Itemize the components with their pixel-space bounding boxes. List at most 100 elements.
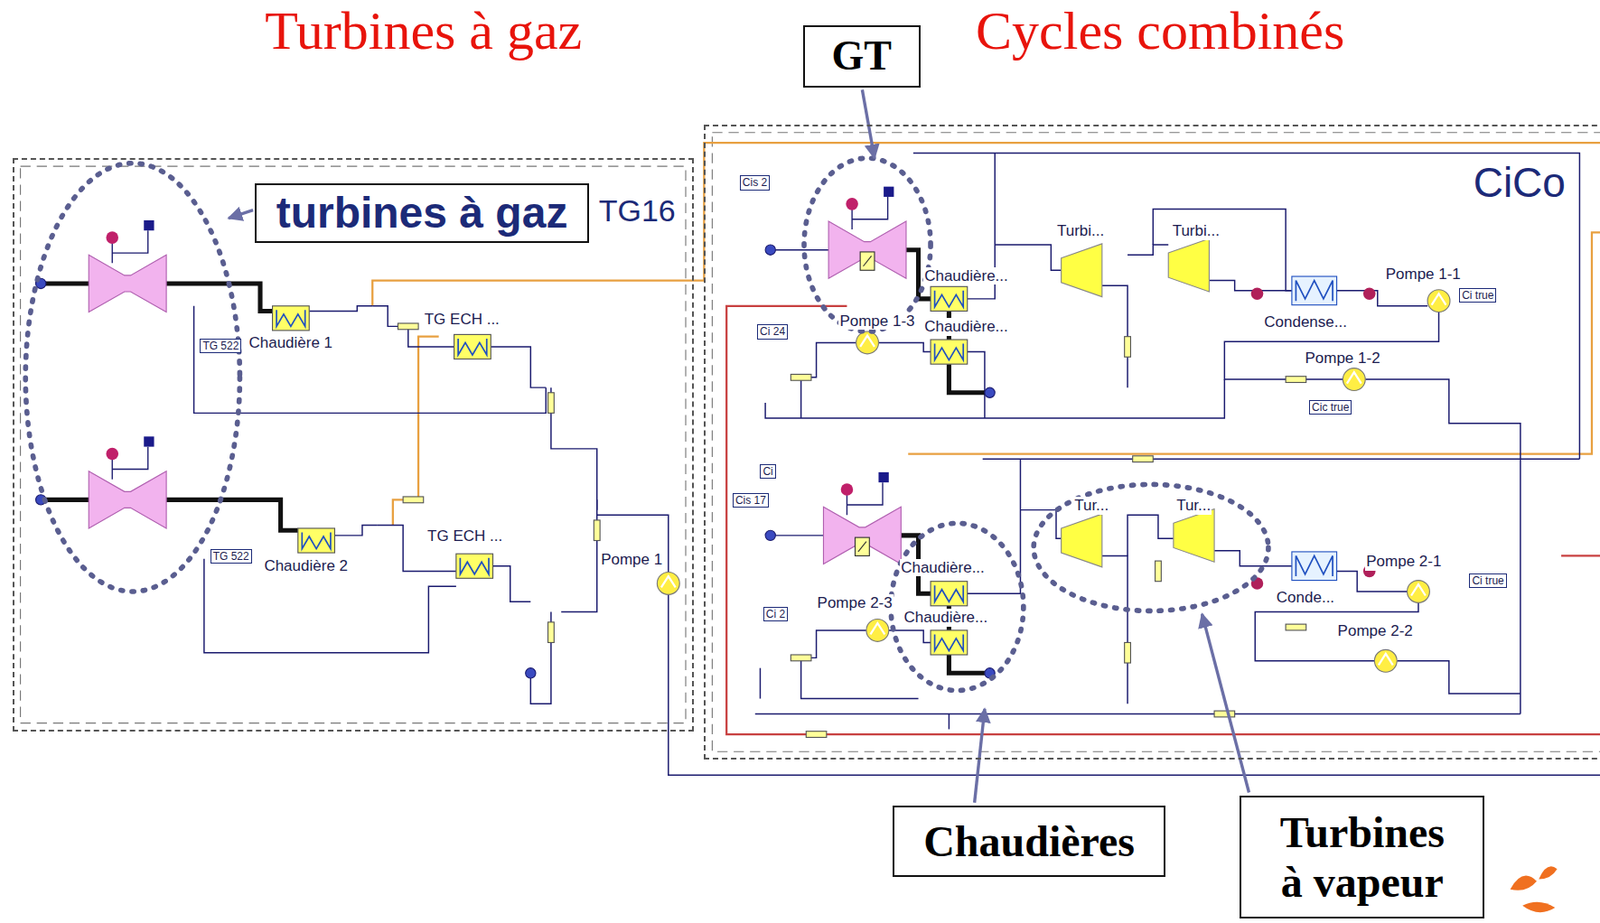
leader-arrow xyxy=(974,709,985,804)
boiler-symbol xyxy=(930,339,968,365)
wire xyxy=(967,352,985,419)
pipe-symbol xyxy=(548,392,555,414)
pipe-symbol xyxy=(402,496,424,504)
leader-arrow xyxy=(1202,614,1250,794)
callout-ellipse xyxy=(1033,484,1269,611)
pipe-symbol xyxy=(548,622,555,644)
wire xyxy=(334,525,377,536)
leader-arrows xyxy=(228,89,1249,803)
wire xyxy=(1127,514,1174,556)
pipe-symbol xyxy=(805,731,827,739)
wire xyxy=(801,342,857,377)
callout-text: turbines à gaz xyxy=(276,187,569,238)
steam-line xyxy=(907,232,1600,454)
component-label: Chaudière... xyxy=(923,318,1010,337)
wires xyxy=(194,152,1600,776)
wire xyxy=(1208,280,1292,291)
component-label: TG ECH ... xyxy=(426,527,504,546)
pump-symbol xyxy=(1374,649,1397,673)
callout-text: Turbines à vapeur xyxy=(1264,807,1460,908)
port-symbol xyxy=(1363,287,1376,300)
port-symbol xyxy=(1251,287,1264,300)
exhaust xyxy=(948,364,985,393)
condenser-symbol xyxy=(1291,552,1338,581)
pipe-symbol xyxy=(1285,376,1307,384)
shaft xyxy=(40,497,92,503)
callout-ellipses xyxy=(25,158,1269,691)
component-label: Tur... xyxy=(1175,496,1212,515)
wire xyxy=(801,657,919,699)
system-region: CiCo xyxy=(703,124,1600,761)
shaft xyxy=(40,280,92,286)
exhaust xyxy=(163,283,273,311)
wire xyxy=(1102,285,1128,388)
steam-turbine-symbol xyxy=(1173,509,1215,563)
region-inner-border xyxy=(20,166,686,724)
pipe-symbol xyxy=(790,374,812,381)
wire xyxy=(1254,602,1419,661)
boiler-symbol xyxy=(930,581,968,607)
exhaust xyxy=(948,654,985,674)
pipe-symbol xyxy=(1285,624,1307,631)
logo xyxy=(1510,866,1558,913)
gas-turbine-symbol xyxy=(823,472,901,565)
wire xyxy=(1224,312,1439,381)
parameter-tag: TG 522 xyxy=(199,338,242,354)
wire xyxy=(1396,661,1521,694)
boiler-symbol xyxy=(454,334,492,359)
connector-dot xyxy=(984,387,995,398)
region-title: TG16 xyxy=(598,193,676,229)
wire xyxy=(1214,551,1292,567)
component-label: Pompe 2-2 xyxy=(1337,622,1414,641)
parameter-tag: Cis 17 xyxy=(732,493,769,508)
boiler-symbol xyxy=(272,306,310,331)
wire xyxy=(561,499,598,612)
section-title: Cycles combinés xyxy=(975,0,1345,61)
boiler-symbol xyxy=(930,630,968,655)
pump-symbol xyxy=(656,572,680,596)
callout-ellipse xyxy=(25,163,240,592)
component-label: Pompe 1-1 xyxy=(1384,265,1462,284)
component-label: Pompe 2-1 xyxy=(1365,552,1442,571)
parameter-tag: Ci true xyxy=(1469,573,1507,589)
pipe-symbol xyxy=(1214,711,1236,718)
callout-box: Chaudières xyxy=(892,805,1166,878)
wire xyxy=(1127,244,1169,255)
component-label: Turbi... xyxy=(1056,222,1105,241)
component-label: Chaudière 2 xyxy=(262,557,349,576)
pipe-symbol xyxy=(790,654,812,662)
component-label: Tur... xyxy=(1073,496,1110,515)
wire xyxy=(775,249,829,251)
pump-symbol xyxy=(1342,368,1366,392)
pipe-symbol xyxy=(1132,456,1154,463)
pipe-symbol xyxy=(1124,336,1132,358)
wire xyxy=(490,346,546,388)
component-label: Chaudière... xyxy=(923,267,1010,286)
boiler-symbol xyxy=(298,528,336,553)
callout-text: Chaudières xyxy=(923,816,1135,867)
pipe-symbol xyxy=(1124,642,1132,664)
pipe-symbol xyxy=(593,520,600,542)
parameter-tag: TG 522 xyxy=(210,549,253,564)
component-label: Pompe 1-3 xyxy=(838,312,916,331)
component-label: Condense... xyxy=(1263,313,1348,332)
condenser-symbol xyxy=(1291,276,1338,306)
red-line xyxy=(1561,554,1600,557)
wire xyxy=(775,534,824,536)
steam-line xyxy=(392,336,440,526)
exhaust-lines xyxy=(40,250,985,674)
parameter-tag: Ci 24 xyxy=(757,324,788,339)
region-inner-border xyxy=(711,132,1600,752)
connector-dot xyxy=(525,668,536,679)
system-region: TG16 turbines à gaz xyxy=(12,158,694,732)
component-label: Chaudière... xyxy=(899,559,986,578)
component-label: Turbi... xyxy=(1171,222,1221,241)
callout-box: GT xyxy=(803,25,921,88)
wire xyxy=(800,377,802,419)
wire xyxy=(948,713,950,730)
component-label: Pompe 1 xyxy=(599,551,664,570)
component-label: Conde... xyxy=(1275,589,1336,608)
logo-petal xyxy=(1538,866,1557,880)
